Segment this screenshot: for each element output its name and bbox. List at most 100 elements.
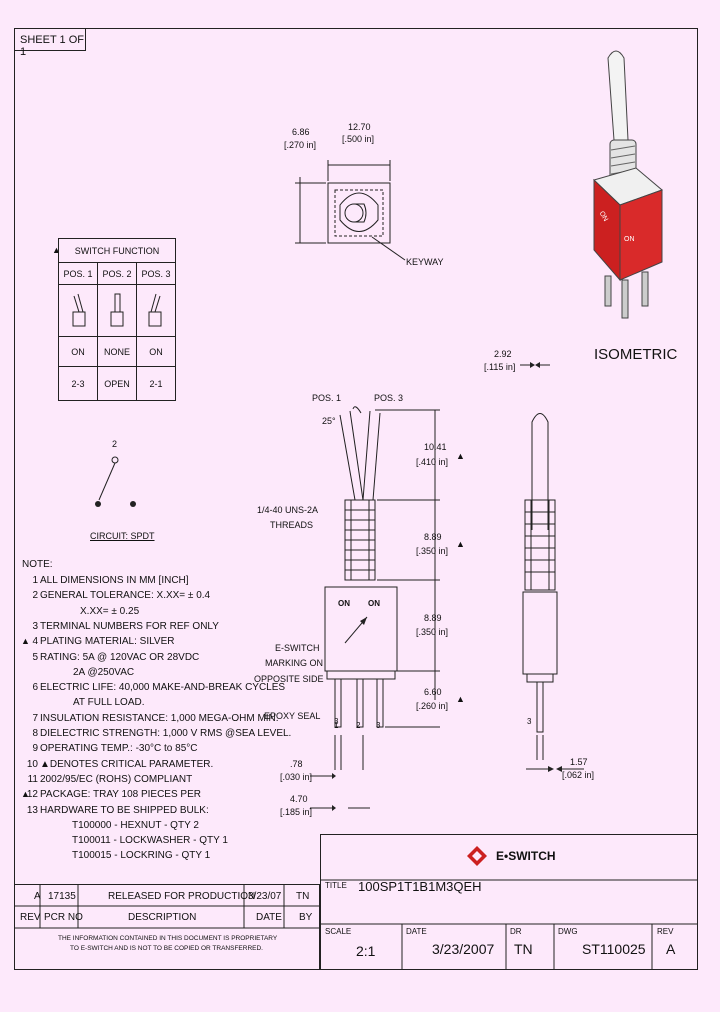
side-pin-2: 2 — [356, 721, 361, 730]
dim-2-in: [.350 in] — [416, 546, 449, 556]
bottom-dim-2-in: [.185 in] — [280, 807, 313, 817]
critical-triangle-icon: ▲ — [21, 636, 30, 647]
dim-3-in: [.350 in] — [416, 627, 449, 637]
note-text: X.XX= ± 0.25 — [80, 605, 140, 617]
pos2-connection: OPEN — [97, 366, 137, 401]
note-text: ELECTRIC LIFE: 40,000 MAKE-AND-BREAK CYC… — [40, 682, 286, 694]
date-value: 3/23/2007 — [432, 941, 495, 957]
rev-row-ecn: 17135 — [48, 891, 76, 902]
title-label: TITLE — [325, 881, 347, 890]
isometric-view — [593, 50, 663, 319]
pos3-header: POS. 3 — [136, 262, 176, 285]
eswitch-marking-2: MARKING ON — [265, 658, 324, 668]
iso-dim-in: [.115 in] — [484, 362, 516, 372]
rev-header-ecn: PCR NO — [44, 912, 83, 923]
note-number: 3 — [32, 620, 38, 632]
note-text: T100000 - HEXNUT - QTY 2 — [72, 819, 199, 831]
notes-title: NOTE: — [22, 559, 53, 570]
note-text: T100015 - LOCKRING - QTY 1 — [72, 850, 211, 862]
pos2-function: NONE — [97, 336, 137, 367]
rev-header-date: DATE — [256, 912, 282, 923]
note-number: 5 — [32, 651, 38, 663]
note-text: ▲DENOTES CRITICAL PARAMETER. — [40, 758, 214, 770]
pos1-label: POS. 1 — [312, 393, 342, 403]
circuit-label: CIRCUIT: SPDT — [90, 531, 155, 541]
date-label: DATE — [406, 927, 427, 936]
keyway-label: KEYWAY — [406, 257, 444, 267]
disclaimer-2: TO E-SWITCH AND IS NOT TO BE COPIED OR T… — [70, 945, 263, 952]
right-dim-in: [.062 in] — [562, 770, 595, 780]
note-text: TERMINAL NUMBERS FOR REF ONLY — [40, 620, 219, 632]
pos3-label: POS. 3 — [374, 393, 404, 403]
switch-function-table: SWITCH FUNCTION POS. 1 POS. 2 POS. 3 ON … — [58, 238, 176, 401]
dr-label: DR — [510, 927, 522, 936]
sheet-label: SHEET 1 OF 1 — [14, 28, 86, 58]
top-dim-h-in: [.270 in] — [284, 140, 317, 150]
toggle-pos3-icon — [136, 284, 176, 337]
right-pin-label: 3 — [527, 717, 532, 726]
angle-label: 25° — [322, 416, 336, 426]
critical-triangle-icon: ▲ — [52, 245, 61, 255]
eswitch-marking-1: E-SWITCH — [275, 643, 320, 653]
part-title: 100SP1T1B1M3QEH — [358, 879, 482, 894]
note-number: 12 — [26, 789, 38, 801]
note-text: 2002/95/EC (ROHS) COMPLIANT — [40, 773, 193, 785]
note-text: PLATING MATERIAL: SILVER — [40, 636, 175, 648]
dim-3-mm: 8.89 — [424, 613, 442, 623]
top-dim-h: 6.86 — [292, 127, 310, 137]
right-view — [522, 413, 558, 760]
side-on-right: ON — [368, 599, 380, 608]
bottom-dim-lines — [310, 773, 370, 811]
crit-tri-2-icon: ▲ — [456, 539, 465, 549]
note-text: INSULATION RESISTANCE: 1,000 MEGA-OHM MI… — [40, 712, 279, 724]
note-text: RATING: 5A @ 120VAC OR 28VDC — [40, 651, 200, 663]
eswitch-logo-icon — [467, 846, 487, 866]
note-number: 11 — [27, 773, 38, 785]
pos3-connection: 2-1 — [136, 366, 176, 401]
iso-dim-arrows — [520, 362, 550, 368]
iso-on-right: ON — [624, 236, 635, 243]
pos1-connection: 2-3 — [58, 366, 98, 401]
threads-label-2: THREADS — [270, 520, 314, 530]
dwg-label: DWG — [558, 927, 578, 936]
rev-header-by: BY — [299, 912, 313, 923]
note-text: HARDWARE TO BE SHIPPED BULK: — [40, 804, 209, 816]
dr-value: TN — [514, 941, 533, 957]
note-text: T100011 - LOCKWASHER - QTY 1 — [72, 835, 228, 847]
note-number: 13 — [26, 804, 38, 816]
scale-label: SCALE — [325, 927, 352, 936]
rev-row-date: 3/23/07 — [248, 891, 282, 902]
toggle-pos2-icon — [97, 284, 137, 337]
right-dim: 1.57 — [570, 757, 588, 767]
switch-function-title: SWITCH FUNCTION — [58, 238, 176, 263]
side-on-left: ON — [338, 599, 350, 608]
pos3-function: ON — [136, 336, 176, 367]
circuit-pin-2: 2 — [112, 439, 118, 449]
epoxy-label: EPOXY SEAL — [264, 711, 321, 721]
right-dim-arrows — [526, 766, 584, 772]
bottom-dim-1-mm: .78 — [290, 759, 303, 769]
side-pin-1: 1 — [334, 721, 339, 730]
rev-value: A — [666, 941, 676, 957]
note-text: ALL DIMENSIONS IN MM [INCH] — [40, 575, 189, 586]
note-number: 6 — [32, 682, 38, 694]
side-pin-3: 3 — [376, 721, 381, 730]
eswitch-marking-3: OPPOSITE SIDE — [254, 674, 324, 684]
dim-2-mm: 8.89 — [424, 532, 442, 542]
note-number: 2 — [32, 590, 38, 602]
rev-row-desc: RELEASED FOR PRODUCTION — [108, 891, 256, 902]
note-number: 4 — [32, 636, 38, 648]
pos1-function: ON — [58, 336, 98, 367]
side-bottom-pin: 3 — [334, 717, 339, 726]
iso-dim: 2.92 — [494, 349, 512, 359]
bottom-dim-2-mm: 4.70 — [290, 794, 308, 804]
disclaimer-1: THE INFORMATION CONTAINED IN THIS DOCUME… — [58, 935, 278, 942]
isometric-label: ISOMETRIC — [594, 346, 678, 363]
dim-4-mm: 6.60 — [424, 687, 442, 697]
eswitch-logo: E•SWITCH — [496, 849, 556, 863]
dwg-value: ST110025 — [582, 941, 646, 957]
title-block-grid — [320, 834, 698, 970]
rev-row-by: TN — [296, 891, 310, 902]
note-number: 8 — [32, 728, 38, 739]
top-view — [295, 160, 406, 261]
